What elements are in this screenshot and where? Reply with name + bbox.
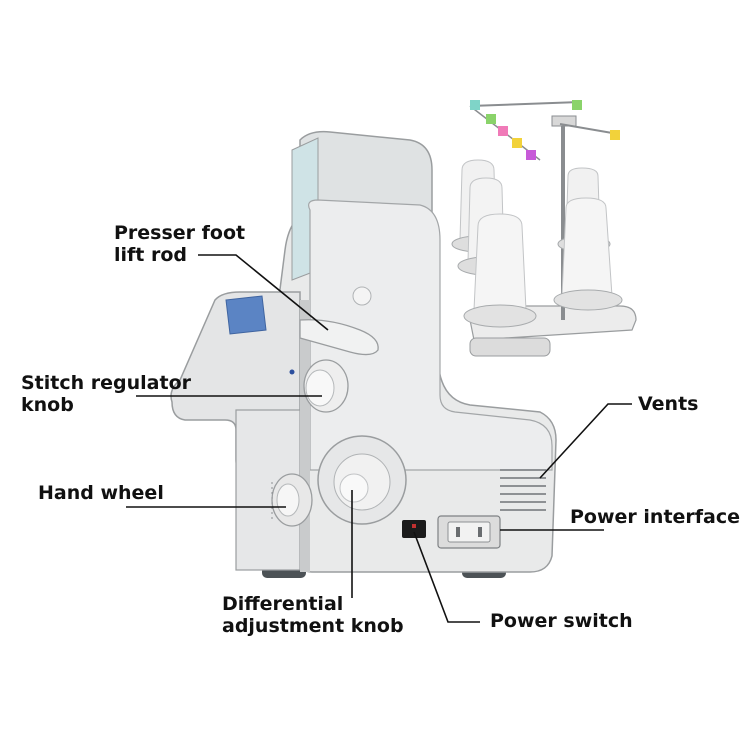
leader-presser-foot	[198, 254, 329, 331]
presser-foot-lever	[299, 286, 379, 356]
power-interface-socket	[437, 515, 501, 549]
label-power-switch: Power switch	[490, 610, 633, 632]
label-power-interface: Power interface	[570, 506, 741, 528]
tension-tips	[470, 100, 620, 160]
hand-wheel-shape	[271, 473, 313, 527]
label-presser-foot-lift-rod: Presser foot lift rod	[114, 222, 246, 266]
label-hand-wheel: Hand wheel	[38, 482, 164, 504]
label-differential-adjustment-knob: Differential adjustment knob	[222, 593, 404, 637]
thread-cones	[451, 159, 623, 328]
label-stitch-regulator-knob: Stitch regulator knob	[21, 372, 191, 416]
power-switch-shape	[402, 520, 426, 538]
leader-power-switch	[413, 531, 480, 623]
leader-vents	[539, 403, 632, 479]
thread-stand	[469, 101, 637, 357]
vent-slots	[500, 469, 546, 511]
label-vents: Vents	[638, 393, 699, 415]
differential-knob-shape	[317, 435, 407, 525]
stitch-regulator-knob-shape	[289, 359, 349, 413]
leader-lines	[126, 254, 632, 623]
